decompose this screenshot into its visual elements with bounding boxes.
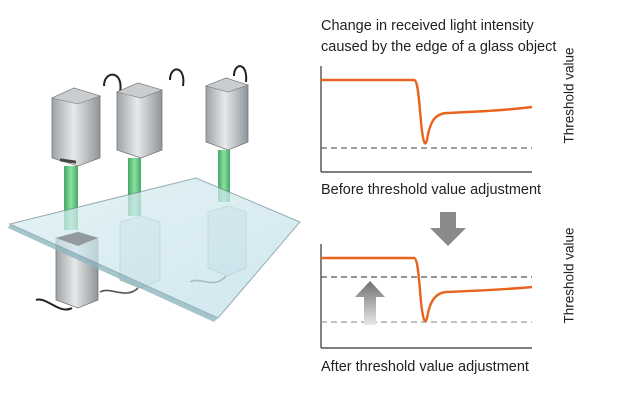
chart-title-line-1: Change in received light intensity bbox=[321, 18, 534, 34]
caption-after: After threshold value adjustment bbox=[321, 359, 529, 375]
caption-before: Before threshold value adjustment bbox=[321, 182, 542, 198]
chart-title-line-2: caused by the edge of a glass object bbox=[321, 39, 557, 55]
glass-sheet bbox=[8, 177, 301, 319]
sensor-illustration bbox=[8, 65, 301, 322]
cable bbox=[169, 68, 185, 87]
threshold-axis-label: Threshold value bbox=[561, 227, 577, 324]
sensor-head-2 bbox=[116, 82, 163, 159]
cable bbox=[103, 73, 122, 93]
cable bbox=[233, 65, 248, 83]
signal-curve bbox=[321, 78, 533, 145]
sensor-head-1 bbox=[51, 87, 101, 167]
sensor-head-3 bbox=[205, 77, 249, 151]
signal-curve bbox=[321, 256, 533, 323]
down-arrow-icon bbox=[430, 212, 466, 246]
up-arrow-icon bbox=[355, 281, 385, 325]
